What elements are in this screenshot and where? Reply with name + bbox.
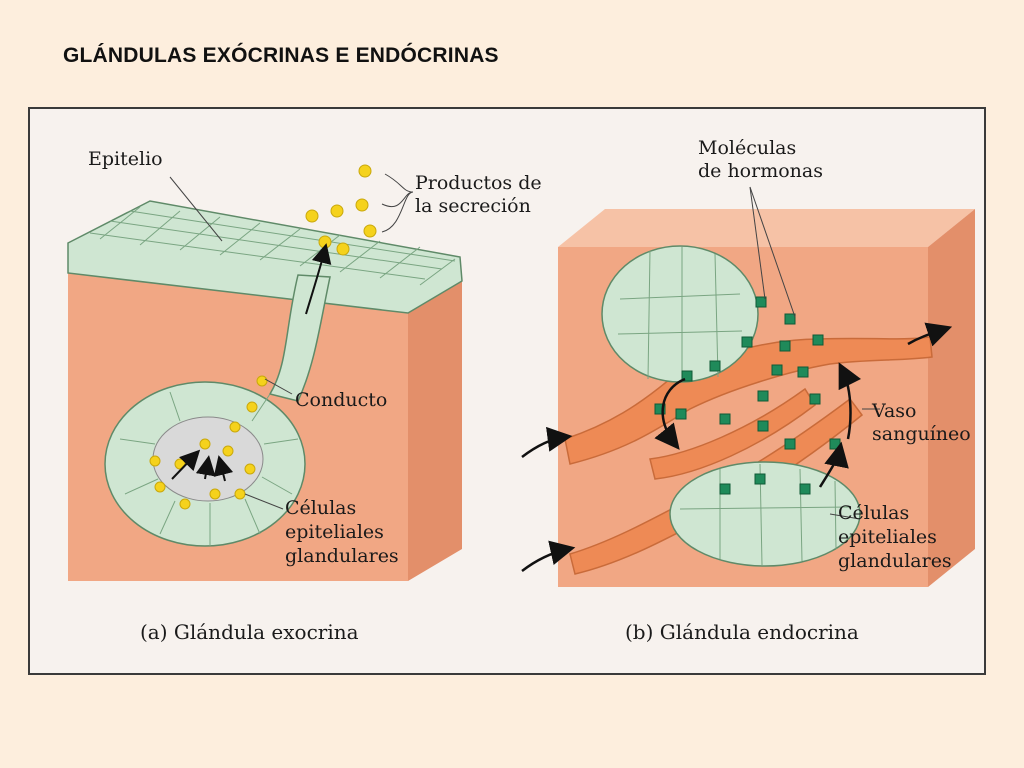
label-epitelio: Epitelio (88, 148, 163, 170)
blood-flow-arrows (521, 322, 953, 572)
label-a-celulas-line3: glandulares (285, 545, 399, 567)
duct (268, 274, 331, 402)
label-productos-line2: la secreción (415, 195, 531, 217)
secretion-flow-arrows (171, 243, 332, 482)
caption-exocrine: (a) Glándula exocrina (140, 620, 359, 644)
label-conducto: Conducto (295, 389, 387, 411)
label-productos-line1: Productos de (415, 172, 542, 194)
panel-a-leader-lines (169, 173, 414, 510)
gland-cell-outlines (119, 391, 299, 546)
epithelium-cell-grid (89, 206, 456, 286)
connective-tissue-side (408, 279, 462, 581)
label-b-celulas-line2: epiteliales (838, 526, 937, 548)
gland-diagram: Epitelio Productos de la secreción Condu… (67, 137, 975, 644)
label-b-celulas-line1: Células (838, 502, 909, 524)
secretion-droplets (149, 164, 377, 510)
label-a-celulas-line1: Células (285, 497, 356, 519)
endocrine-cell-cluster-upper (601, 245, 759, 383)
panel-b-leader-lines (749, 186, 880, 520)
endocrine-tissue-top (558, 209, 975, 247)
endocrine-tissue-side (928, 209, 975, 587)
figure-frame: Epitelio Productos de la secreción Condu… (28, 107, 986, 675)
label-moleculas-line1: Moléculas (698, 137, 796, 159)
label-vaso-line2: sanguíneo (872, 423, 971, 445)
endocrine-gland-illustration (521, 186, 975, 587)
label-a-celulas-line2: epiteliales (285, 521, 384, 543)
gland-lumen (152, 416, 264, 502)
caption-endocrine: (b) Glándula endocrina (625, 620, 859, 644)
label-moleculas-line2: de hormonas (698, 160, 823, 182)
hormone-molecules (654, 296, 841, 495)
label-b-celulas-line3: glandulares (838, 550, 952, 572)
exocrine-gland-illustration (67, 164, 463, 581)
label-vaso-line1: Vaso (871, 400, 917, 422)
slide-title: GLÁNDULAS EXÓCRINAS E ENDÓCRINAS (63, 44, 499, 67)
